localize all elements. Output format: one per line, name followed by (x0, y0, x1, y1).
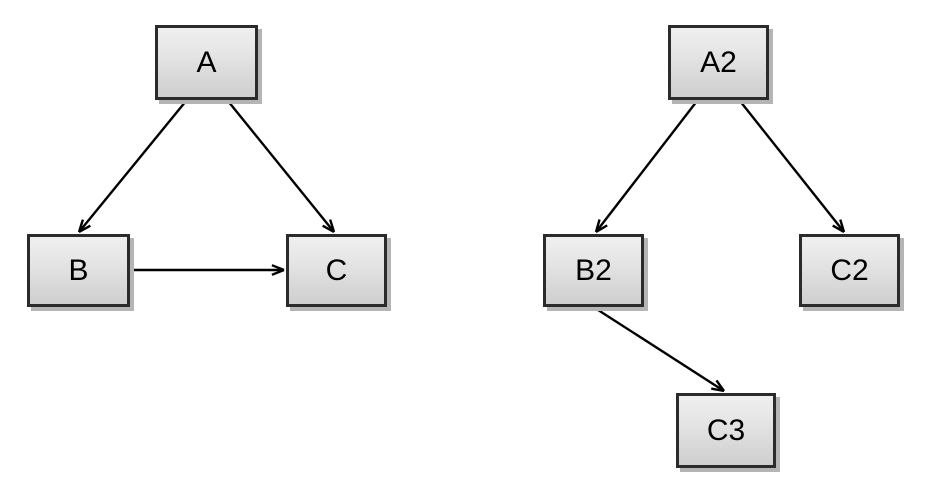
edge-a-b (77, 100, 187, 234)
node-label: C2 (830, 253, 869, 287)
arrowhead-barb-2 (839, 219, 846, 233)
edge-line (594, 306, 725, 393)
arrowhead-barb-2 (595, 224, 608, 234)
node-a[interactable]: A (155, 25, 258, 100)
edge-line (78, 100, 187, 233)
node-label: B (68, 253, 89, 287)
arrowhead-barb-1 (271, 268, 285, 276)
edge-b2-c3 (594, 306, 725, 393)
edge-line (595, 100, 698, 233)
node-b2[interactable]: B2 (543, 234, 644, 307)
node-label: C3 (706, 413, 746, 447)
arrowhead-barb-1 (832, 224, 845, 234)
node-a2[interactable]: A2 (668, 25, 769, 100)
node-b[interactable]: B (27, 234, 130, 307)
arrowhead-barb-2 (329, 219, 336, 233)
node-label: B2 (575, 253, 612, 287)
edge-a2-b2 (594, 100, 698, 234)
node-label: A (196, 45, 217, 79)
arrowhead-barb-2 (715, 379, 725, 392)
arrowhead-barb-1 (711, 387, 725, 393)
node-label: A2 (700, 45, 737, 79)
arrowhead-barb-1 (322, 224, 335, 234)
node-c3[interactable]: C3 (676, 393, 776, 468)
arrowhead-barb-2 (78, 224, 91, 234)
edge-line (739, 100, 845, 233)
node-c2[interactable]: C2 (799, 234, 900, 307)
arrowhead-barb-1 (77, 219, 85, 233)
edge-b-c (131, 264, 285, 276)
node-c[interactable]: C (286, 234, 387, 307)
arrowhead-barb-1 (594, 219, 601, 233)
edge-a2-c2 (739, 100, 846, 234)
arrowhead-barb-2 (271, 264, 285, 272)
node-label: C (325, 253, 348, 287)
edge-line (227, 100, 335, 233)
edge-a-c (227, 100, 336, 234)
